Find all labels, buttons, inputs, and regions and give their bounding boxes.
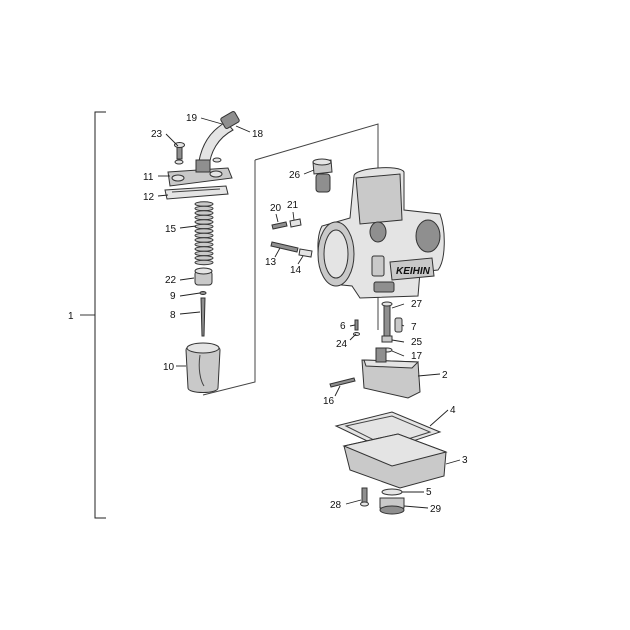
spring-coil [194,201,214,207]
spring-coil [194,214,214,221]
callout-20: 20 [270,203,282,214]
spring-coil [194,210,214,216]
callout-10: 10 [163,362,175,373]
callout-12: 12 [143,192,155,203]
callout-7: 7 [411,322,417,333]
spring-coil [194,219,214,225]
spring-coil [194,246,214,252]
callout-29: 29 [430,504,442,515]
callout-24: 24 [336,339,348,350]
callout-16: 16 [323,396,335,407]
callout-3: 3 [462,455,468,466]
spring-coil [194,232,214,239]
leader-lines [157,117,461,509]
spring-coil [194,259,214,266]
callout-15: 15 [165,224,177,235]
cable-elbow-part [197,111,240,169]
cap-screw-part [174,142,222,165]
callout-1: 1 [68,311,74,322]
brand-mark: KEIHIN [396,266,431,277]
carburetor-body-part: KEIHIN [317,167,445,299]
callout-9: 9 [170,291,176,302]
assembly-bracket [80,111,106,519]
callout-14: 14 [290,265,302,276]
idle-screw-part [270,218,313,258]
cap-gasket-part [164,185,229,200]
spring-coil [194,237,214,243]
float-part [361,347,421,399]
callout-17: 17 [411,351,423,362]
callout-23: 23 [151,129,163,140]
float-bowl-part [342,433,448,489]
callout-18: 18 [252,129,264,140]
jet-stack-part [381,301,403,353]
callout-4: 4 [450,405,456,416]
needle-clip-part [199,291,207,295]
top-cap-part [167,159,233,187]
float-pin-part [329,377,356,388]
callout-8: 8 [170,310,176,321]
callout-6: 6 [340,321,346,332]
small-pin-part [353,319,360,336]
callout-5: 5 [426,487,432,498]
needle-holder-part [194,267,213,286]
top-plug-part [312,158,333,193]
callout-27: 27 [411,299,423,310]
throttle-slide-part [185,342,221,393]
spring-coil [194,223,214,230]
callout-19: 19 [186,113,198,124]
jet-needle-part [200,297,206,337]
spring-part [194,201,214,266]
callout-28: 28 [330,500,342,511]
callout-26: 26 [289,170,301,181]
callout-21: 21 [287,200,299,211]
callout-11: 11 [143,172,154,183]
drain-plug-part [360,487,405,515]
callout-labels: 1 2 3 4 5 6 7 8 9 10 11 12 13 14 15 16 1… [68,113,468,515]
spring-coil [194,255,214,261]
callout-25: 25 [411,337,423,348]
callout-22: 22 [165,275,177,286]
spring-coil [194,228,214,234]
spring-coil [194,250,214,257]
callout-13: 13 [265,257,277,268]
spring-coil [194,241,214,248]
callout-2: 2 [442,370,448,381]
spring-coil [194,205,214,212]
